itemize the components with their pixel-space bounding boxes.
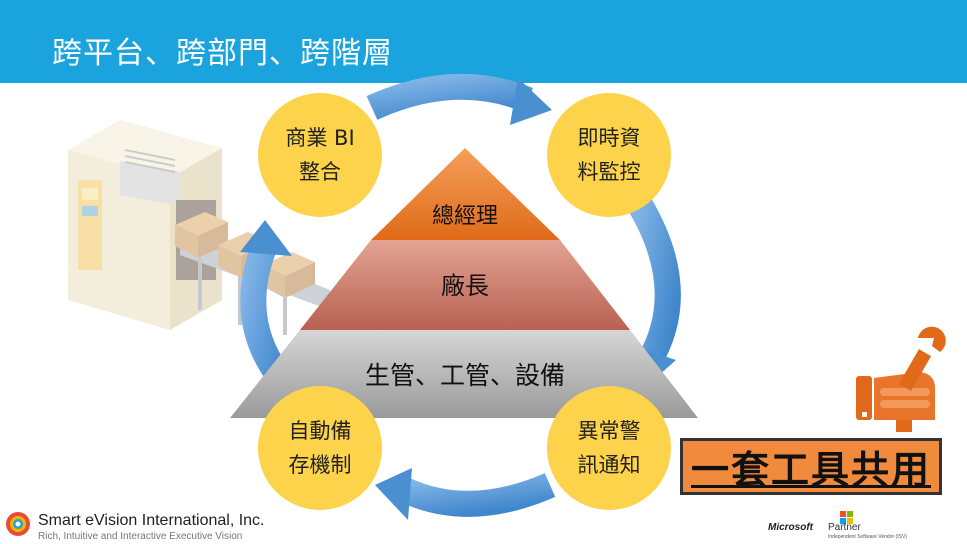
cycle-item-monitor: 即時資 料監控 xyxy=(549,121,669,189)
ms-partner-subtitle: Independent Software Vendor (ISV) xyxy=(828,534,907,540)
microsoft-partner-badge: Microsoft Partner Independent Software V… xyxy=(768,512,918,540)
cycle-item-backup-line2: 存機制 xyxy=(260,448,380,482)
tool-callout-box: 一套工具共用 xyxy=(680,438,942,495)
cycle-item-monitor-line2: 料監控 xyxy=(549,155,669,189)
company-tagline: Rich, Intuitive and Interactive Executiv… xyxy=(38,531,242,542)
cycle-item-alert: 異常警 訊通知 xyxy=(549,414,669,482)
company-name: Smart eVision International, Inc. xyxy=(38,512,265,530)
cycle-item-bi-line2: 整合 xyxy=(260,155,380,189)
pyramid-middle-label: 廠長 xyxy=(405,266,525,301)
cycle-item-backup-line1: 自動備 xyxy=(260,414,380,448)
cycle-item-monitor-line1: 即時資 xyxy=(549,121,669,155)
cycle-item-alert-line1: 異常警 xyxy=(549,414,669,448)
cycle-arrow-bottom xyxy=(375,468,550,520)
ms-brand: Microsoft xyxy=(768,522,813,533)
ms-partner-word: Partner xyxy=(828,522,861,533)
cycle-arrow-top xyxy=(372,78,552,125)
pyramid-top-label: 總經理 xyxy=(405,198,525,230)
cycle-item-bi-line1: 商業 BI xyxy=(260,121,380,155)
cycle-item-bi: 商業 BI 整合 xyxy=(260,121,380,189)
cycle-item-backup: 自動備 存機制 xyxy=(260,414,380,482)
tool-callout-label: 一套工具共用 xyxy=(691,439,931,494)
smart-evision-logo-icon xyxy=(6,512,30,536)
wrench-hand-icon xyxy=(856,327,946,432)
cycle-item-alert-line2: 訊通知 xyxy=(549,448,669,482)
pyramid-bottom-label: 生管、工管、設備 xyxy=(315,356,615,392)
